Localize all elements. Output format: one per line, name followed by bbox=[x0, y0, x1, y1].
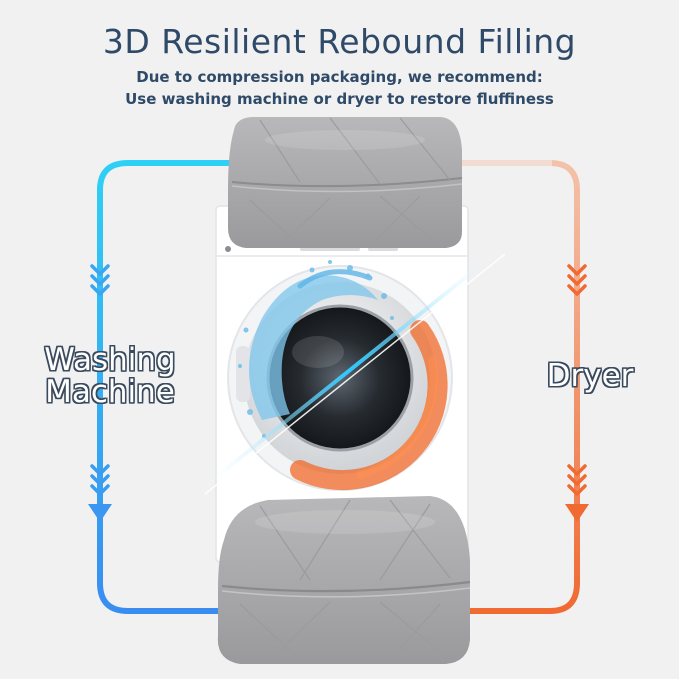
arrow-down-icon bbox=[565, 504, 589, 522]
washing-label-line-1: Washing bbox=[44, 342, 176, 378]
light-beam bbox=[198, 248, 502, 492]
chevron-down-icon bbox=[567, 264, 587, 296]
dryer-label: Dryer bbox=[546, 358, 634, 394]
washing-label-line-2: Machine bbox=[45, 374, 175, 410]
subtitle-line-2: Use washing machine or dryer to restore … bbox=[125, 90, 554, 108]
subtitle-line-1: Due to compression packaging, we recomme… bbox=[136, 68, 543, 86]
washing-flow-line bbox=[97, 160, 235, 614]
page-title: 3D Resilient Rebound Filling bbox=[102, 22, 577, 61]
comforter-top bbox=[228, 117, 463, 248]
dryer-flow-line bbox=[459, 160, 580, 614]
washing-machine-label: Washing Machine bbox=[30, 344, 190, 408]
chevron-down-icon bbox=[90, 264, 110, 296]
arrow-down-icon bbox=[88, 504, 112, 522]
chevron-down-icon bbox=[90, 464, 110, 496]
comforter-bottom bbox=[217, 496, 471, 664]
water-splash bbox=[249, 275, 378, 420]
chevron-down-icon bbox=[567, 464, 587, 496]
